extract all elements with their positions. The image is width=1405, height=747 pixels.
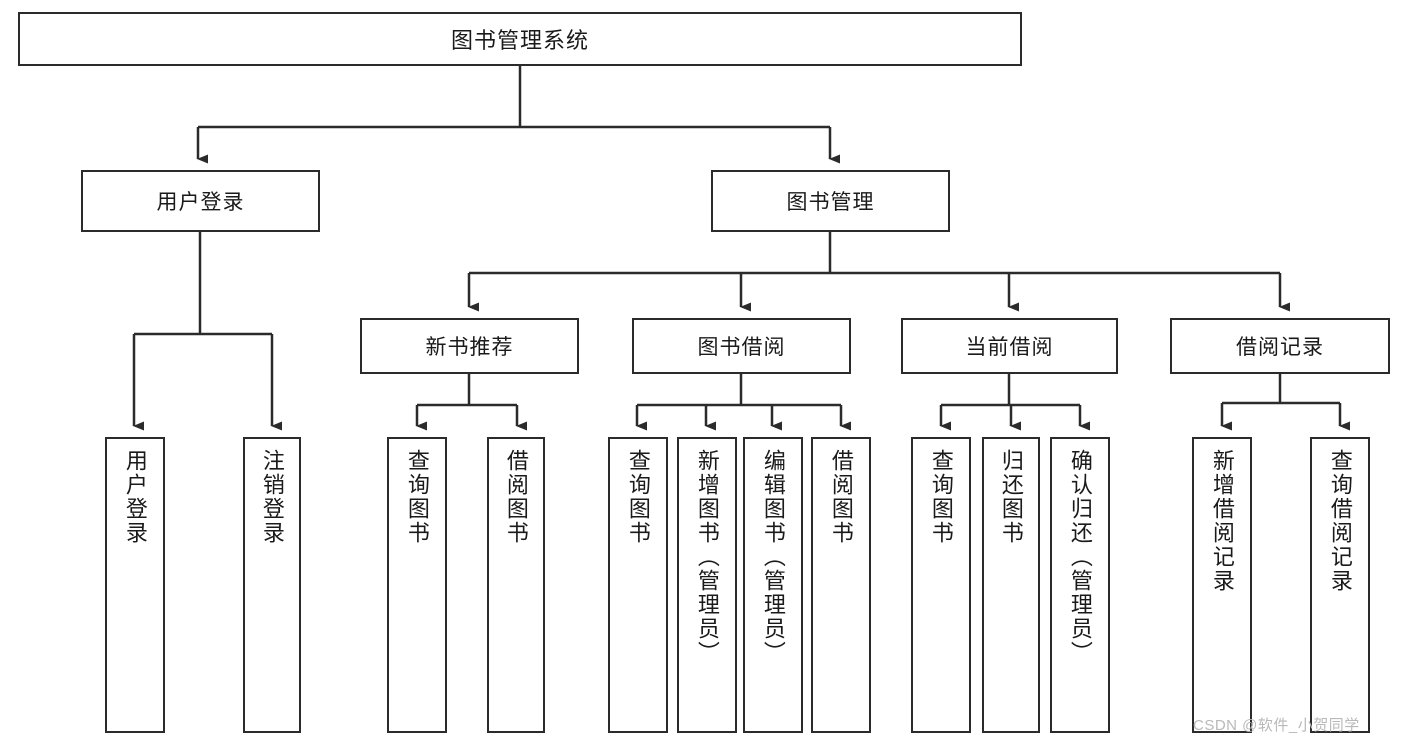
node-leaf-edit-book[interactable]: 编辑图书（管理员） bbox=[743, 437, 803, 733]
connector-conn-user-login bbox=[132, 232, 282, 431]
node-leaf-confirm-return[interactable]: 确认归还（管理员） bbox=[1050, 437, 1110, 733]
node-label-root: 图书管理系统 bbox=[450, 28, 589, 53]
node-book-borrow[interactable]: 图书借阅 bbox=[632, 318, 851, 374]
connector-conn-root bbox=[196, 66, 840, 164]
node-leaf-query-book[interactable]: 查询图书 bbox=[608, 437, 668, 733]
node-label-borrow-record: 借阅记录 bbox=[1236, 336, 1324, 359]
node-label-leaf-add-book: 新增图书（管理员） bbox=[694, 449, 720, 665]
node-current-borrow[interactable]: 当前借阅 bbox=[901, 318, 1118, 374]
node-user-login[interactable]: 用户登录 bbox=[81, 170, 320, 232]
node-label-book-manage: 图书管理 bbox=[786, 191, 875, 214]
connector-conn-book-borrow bbox=[635, 374, 851, 431]
node-label-leaf-confirm-return: 确认归还（管理员） bbox=[1067, 449, 1093, 665]
node-label-leaf-logout: 注销登录 bbox=[259, 449, 285, 545]
connector-conn-current-borrow bbox=[939, 374, 1090, 431]
node-leaf-logout[interactable]: 注销登录 bbox=[243, 437, 301, 733]
node-label-leaf-query-book-current: 查询图书 bbox=[928, 449, 954, 545]
connector-conn-borrow-record bbox=[1220, 374, 1350, 431]
node-label-user-login: 用户登录 bbox=[156, 191, 245, 214]
node-book-manage[interactable]: 图书管理 bbox=[711, 170, 950, 232]
node-label-leaf-return-book: 归还图书 bbox=[998, 449, 1024, 545]
node-label-new-book-recommend: 新书推荐 bbox=[425, 336, 514, 359]
node-leaf-borrow-book[interactable]: 借阅图书 bbox=[811, 437, 871, 733]
node-leaf-add-book[interactable]: 新增图书（管理员） bbox=[677, 437, 737, 733]
node-label-leaf-query-borrow-record: 查询借阅记录 bbox=[1327, 449, 1353, 593]
node-label-leaf-add-borrow-record: 新增借阅记录 bbox=[1209, 449, 1235, 593]
csdn-watermark: CSDN @软件_小贺同学 bbox=[1193, 717, 1360, 734]
node-leaf-query-borrow-record[interactable]: 查询借阅记录 bbox=[1310, 437, 1370, 733]
node-leaf-query-book-recommend[interactable]: 查询图书 bbox=[387, 437, 447, 733]
connector-conn-new-book-recommend bbox=[415, 374, 527, 431]
node-new-book-recommend[interactable]: 新书推荐 bbox=[360, 318, 579, 374]
node-borrow-record[interactable]: 借阅记录 bbox=[1170, 318, 1390, 374]
node-label-leaf-borrow-book: 借阅图书 bbox=[828, 449, 854, 545]
node-label-book-borrow: 图书借阅 bbox=[697, 336, 786, 359]
node-leaf-return-book[interactable]: 归还图书 bbox=[982, 437, 1040, 733]
connector-conn-book-manage bbox=[467, 232, 1290, 312]
node-label-leaf-query-book: 查询图书 bbox=[625, 449, 651, 545]
node-label-leaf-query-book-recommend: 查询图书 bbox=[404, 449, 430, 545]
node-leaf-query-book-current[interactable]: 查询图书 bbox=[911, 437, 971, 733]
node-label-leaf-borrow-book-recommend: 借阅图书 bbox=[503, 449, 529, 545]
node-root[interactable]: 图书管理系统 bbox=[18, 12, 1022, 66]
node-leaf-user-login[interactable]: 用户登录 bbox=[105, 437, 165, 733]
node-label-current-borrow: 当前借阅 bbox=[965, 336, 1054, 359]
node-label-leaf-user-login: 用户登录 bbox=[122, 449, 148, 545]
node-leaf-add-borrow-record[interactable]: 新增借阅记录 bbox=[1192, 437, 1252, 733]
node-label-leaf-edit-book: 编辑图书（管理员） bbox=[760, 449, 786, 665]
node-leaf-borrow-book-recommend[interactable]: 借阅图书 bbox=[487, 437, 545, 733]
